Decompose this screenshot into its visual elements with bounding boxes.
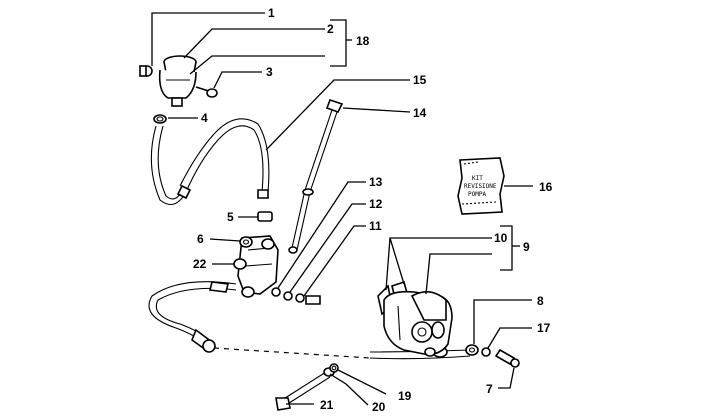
callout-14: 14 (413, 106, 427, 120)
reservoir-hose (150, 118, 270, 206)
banjo-bolt-set (275, 363, 339, 411)
callout-15: 15 (413, 73, 427, 87)
hose-clamp (153, 114, 167, 124)
kit-label-line1: KIT (472, 175, 483, 182)
union-washers (271, 287, 321, 305)
leader-lines (151, 12, 533, 406)
callout-12: 12 (369, 197, 383, 211)
master-cylinder (233, 211, 279, 298)
callout-2: 2 (327, 22, 334, 36)
callout-7: 7 (486, 382, 493, 396)
kit-label-line2: REVISIONE (464, 183, 497, 190)
kit-label-line3: POMPA (468, 191, 486, 198)
callout-9: 9 (523, 240, 530, 254)
callout-3: 3 (266, 65, 273, 79)
bleeder-parts (465, 344, 520, 368)
brake-fluid-reservoir (139, 55, 218, 107)
brake-line-pipe (288, 98, 344, 254)
repair-kit-package: KIT REVISIONE POMPA (457, 157, 505, 215)
callout-11: 11 (369, 219, 382, 233)
callout-20: 20 (372, 400, 386, 414)
callout-8: 8 (537, 294, 544, 308)
callout-1: 1 (268, 6, 275, 20)
callout-numbers: 1 2 18 3 15 14 4 13 16 12 5 11 10 6 9 22… (193, 6, 553, 414)
callout-5: 5 (227, 210, 234, 224)
callout-19: 19 (398, 389, 412, 403)
callout-13: 13 (369, 175, 383, 189)
callout-18: 18 (356, 34, 370, 48)
callout-17: 17 (537, 321, 551, 335)
callout-6: 6 (197, 232, 204, 246)
callout-10: 10 (494, 231, 508, 245)
callout-22: 22 (193, 257, 207, 271)
callout-21: 21 (320, 398, 334, 412)
callout-16: 16 (539, 180, 553, 194)
callout-4: 4 (201, 111, 208, 125)
brake-caliper (377, 280, 453, 357)
